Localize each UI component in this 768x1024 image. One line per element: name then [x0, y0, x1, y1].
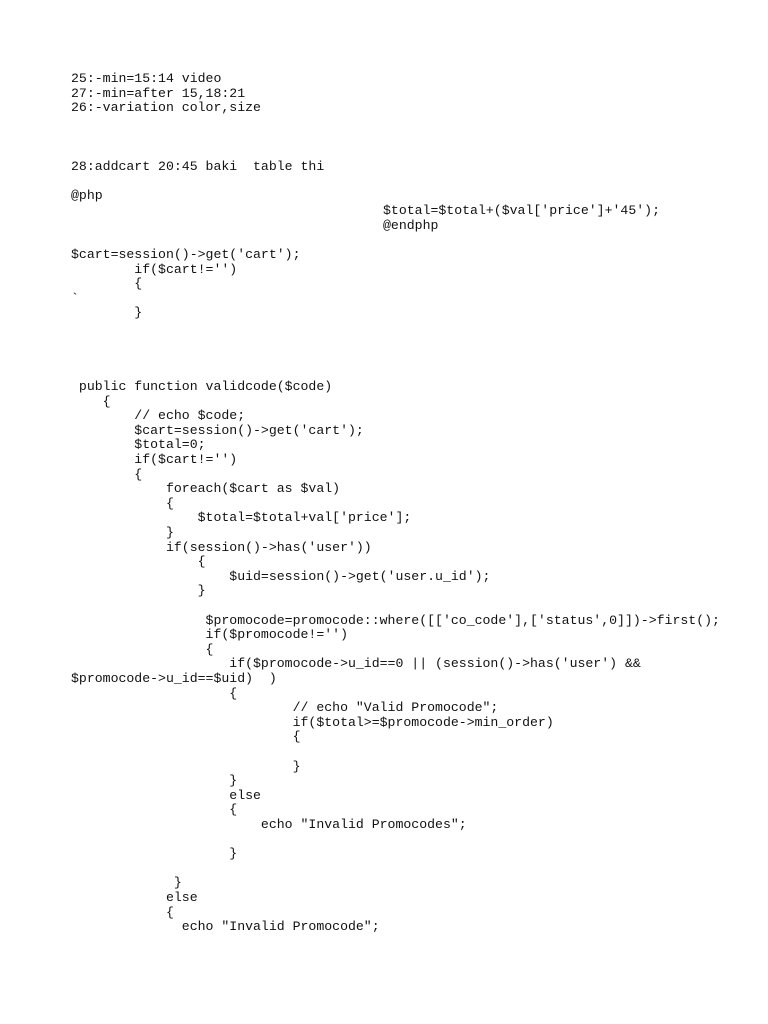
code-line: { — [71, 641, 214, 657]
code-line: } — [71, 758, 301, 774]
code-line: { — [71, 554, 206, 570]
code-line: if($cart!='') — [71, 261, 238, 277]
code-line: // echo $code; — [71, 408, 246, 424]
note-line: 27:-min=after 15,18:21 — [71, 85, 246, 101]
code-line: { — [71, 495, 174, 511]
php-close: @endphp — [383, 218, 439, 233]
code-line: $uid=session()->get('user.u_id'); — [71, 568, 491, 584]
note-line: 26:-variation color,size — [71, 100, 261, 116]
php-open: @php — [71, 188, 103, 203]
code-line: $promocode->u_id==$uid) ) — [71, 671, 277, 686]
code-line: echo "Invalid Promocodes"; — [71, 817, 467, 832]
code-line: $promocode=promocode::where([['co_code']… — [71, 612, 720, 628]
code-line: $cart=session()->get('cart'); — [71, 247, 301, 262]
code-line: { — [71, 729, 301, 745]
code-line: if($cart!='') — [71, 452, 238, 467]
code-line: echo "Invalid Promocode"; — [71, 919, 380, 935]
code-line: { — [71, 904, 174, 920]
code-line: } — [71, 875, 182, 891]
note-line: 25:-min=15:14 video — [71, 71, 222, 86]
code-line: foreach($cart as $val) — [71, 481, 341, 497]
code-line: if($total>=$promocode->min_order) — [71, 714, 554, 730]
code-line: ` — [71, 290, 79, 306]
code-line: } — [71, 525, 174, 540]
code-line: if(session()->has('user')) — [71, 539, 372, 555]
code-line: else — [71, 890, 198, 905]
code-line: { — [71, 685, 238, 701]
code-line: $total=0; — [71, 437, 206, 453]
code-line: $cart=session()->get('cart'); — [71, 422, 364, 438]
code-line: { — [71, 802, 238, 818]
code-line: if($promocode->u_id==0 || (session()->ha… — [71, 656, 641, 672]
addcart-note: 28:addcart 20:45 baki table thi — [71, 159, 325, 174]
code-line: public function validcode($code) — [71, 379, 333, 394]
code-line: { — [71, 276, 143, 292]
php-total-line: $total=$total+($val['price']+'45'); — [383, 203, 660, 218]
code-line: } — [71, 583, 206, 599]
code-line: } — [71, 846, 238, 862]
code-line: // echo "Valid Promocode"; — [71, 700, 499, 716]
code-line: $total=$total+val['price']; — [71, 510, 412, 526]
code-line: } — [71, 305, 143, 321]
code-line: } — [71, 773, 238, 789]
code-line: else — [71, 787, 261, 803]
code-line: { — [71, 466, 143, 482]
code-line: if($promocode!='') — [71, 627, 348, 643]
code-line: { — [71, 393, 111, 409]
